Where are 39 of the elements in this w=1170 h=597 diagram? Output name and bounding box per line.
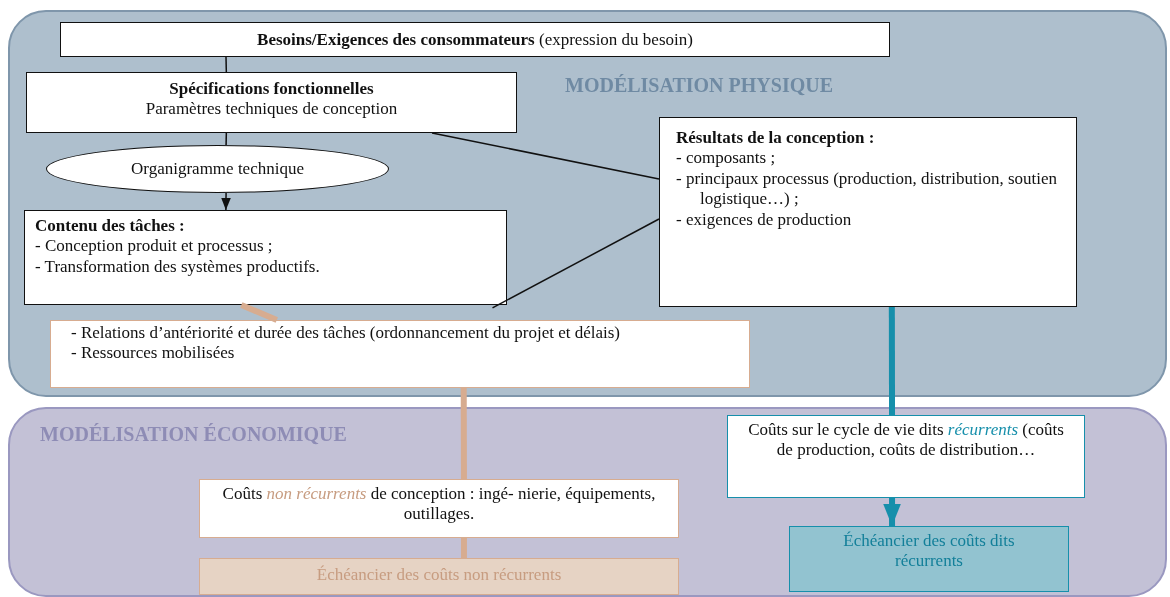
box-text: Coûts sur le cycle de vie dits récurrents (coûts de production, coûts de distribution… [747, 420, 1065, 461]
process-box [659, 117, 1077, 307]
box-text: Échéancier des coûts dits récurrents [842, 531, 1016, 571]
process-box [199, 558, 679, 595]
box-text: Paramètres techniques de conception [144, 99, 399, 120]
box-text: Échéancier des coûts non récurrents [315, 565, 563, 585]
box-heading: Spécifications fonctionnelles [168, 79, 375, 100]
connector-line [460, 538, 467, 558]
connector-line [431, 132, 660, 180]
list-item: - Ressources mobilisées [71, 343, 236, 364]
connector-line [225, 132, 228, 146]
list-item: - principaux processus (production, distribution, soutien logistique…) ; [676, 168, 1059, 210]
box-heading: Contenu des tâches : [35, 216, 186, 237]
section-heading: MODÉLISATION PHYSIQUE [565, 74, 833, 97]
list-item: - Conception produit et processus ; [35, 236, 274, 257]
arrow [221, 192, 231, 211]
process-box [727, 415, 1085, 498]
process-box [199, 479, 679, 538]
process-box [26, 72, 517, 133]
connector-line [240, 302, 278, 323]
box-text: Besoins/Exigences des consommateurs (expression du besoin) [256, 30, 694, 51]
box-text: Coûts non récurrents de conception : ingé- nierie, équipements, outillages. [221, 484, 657, 525]
process-box [789, 526, 1069, 592]
box-text: Organigramme technique [131, 158, 304, 180]
connector-line [225, 56, 228, 73]
list-item: - exigences de production [676, 209, 853, 230]
process-box [60, 22, 890, 57]
list-item: - Relations d’antériorité et durée des tâches (ordonnancement du projet et délais) [71, 323, 621, 344]
process-box [24, 210, 507, 305]
connector-line [460, 388, 467, 479]
list-item: - composants ; [676, 148, 777, 169]
connector-line [888, 307, 896, 415]
band-panel [8, 407, 1167, 597]
band-panel [8, 10, 1167, 397]
arrow [883, 498, 901, 526]
connector-line [491, 218, 660, 309]
process-box [50, 320, 750, 388]
box-heading: Résultats de la conception : [676, 128, 876, 149]
list-item: - Transformation des systèmes productifs. [35, 256, 321, 278]
